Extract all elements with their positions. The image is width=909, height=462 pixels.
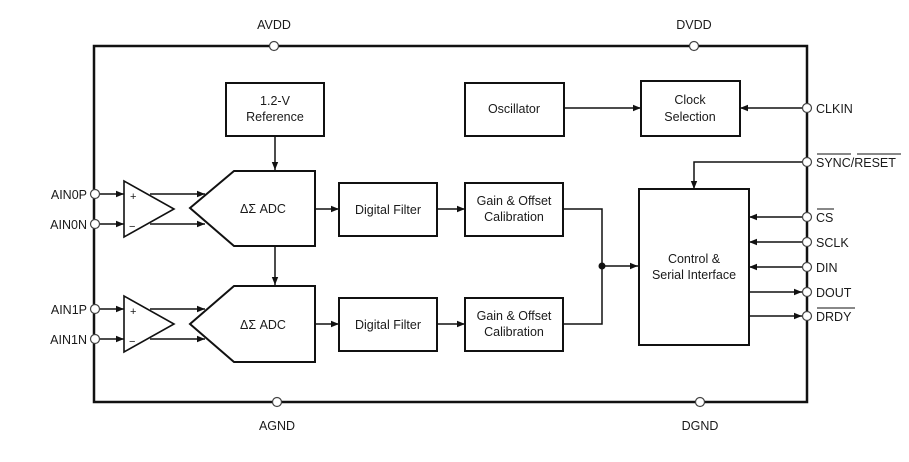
cal0-line2: Calibration [484,210,544,224]
digital-filter0-block: Digital Filter [338,182,438,237]
ain1n-label: AIN1N [50,333,87,347]
adc0-block: ΔΣ ADC [188,170,316,247]
dvdd-pin[interactable] [688,40,700,52]
reference-block: 1.2-V Reference [225,82,325,137]
pga0-minus: − [129,221,135,233]
clock-selection-line2: Selection [664,110,715,124]
dgnd-pin[interactable] [694,396,706,408]
ain0n-label: AIN0N [50,218,87,232]
dout-pin[interactable] [801,286,813,298]
pga1-minus: − [129,336,135,348]
avdd-label: AVDD [257,18,291,32]
pga0-plus: + [130,191,136,203]
cs-label: CS [816,211,833,225]
dvdd-label: DVDD [676,18,711,32]
sclk-pin[interactable] [801,236,813,248]
dout-label: DOUT [816,286,852,300]
sclk-label: SCLK [816,236,849,250]
avdd-pin[interactable] [268,40,280,52]
dgnd-label: DGND [682,419,719,433]
reference-line2: Reference [246,110,304,124]
adc1-label: ΔΣ ADC [240,318,286,332]
oscillator-block: Oscillator [464,82,565,137]
agnd-label: AGND [259,419,295,433]
ain0n-pin[interactable] [89,218,101,230]
adc1-block: ΔΣ ADC [188,285,316,363]
digital-filter1-block: Digital Filter [338,297,438,352]
cal1-line1: Gain & Offset [477,309,552,323]
control-line2: Serial Interface [652,268,736,282]
agnd-pin[interactable] [271,396,283,408]
sync-reset-pin[interactable] [801,156,813,168]
din-pin[interactable] [801,261,813,273]
clock-selection-line1: Clock [674,93,706,107]
sync-reset-label: SYNC/RESET [816,156,896,170]
ain1p-pin[interactable] [89,303,101,315]
pga0-amplifier: + − [123,179,176,239]
cs-pin[interactable] [801,211,813,223]
ain0p-label: AIN0P [51,188,87,202]
ain0p-pin[interactable] [89,188,101,200]
din-label: DIN [816,261,838,275]
drdy-pin[interactable] [801,310,813,322]
pga1-plus: + [130,306,136,318]
cal1-line2: Calibration [484,325,544,339]
control-serial-interface-block: Control & Serial Interface [638,188,750,346]
clkin-label: CLKIN [816,102,853,116]
clock-selection-block: Clock Selection [640,80,741,137]
ain1n-pin[interactable] [89,333,101,345]
clkin-pin[interactable] [801,102,813,114]
drdy-label: DRDY [816,310,852,324]
cal-merge-wire [563,208,603,325]
adc0-label: ΔΣ ADC [240,202,286,216]
reference-line1: 1.2-V [260,94,291,108]
control-line1: Control & [668,252,721,266]
calibration0-block: Gain & Offset Calibration [464,182,564,237]
calibration1-block: Gain & Offset Calibration [464,297,564,352]
pga1-amplifier: + − [123,294,176,354]
oscillator-label: Oscillator [488,102,540,116]
ain1p-label: AIN1P [51,303,87,317]
sync-reset-wire [690,161,807,189]
cal0-line1: Gain & Offset [477,194,552,208]
filter1-label: Digital Filter [355,318,421,332]
filter0-label: Digital Filter [355,203,421,217]
